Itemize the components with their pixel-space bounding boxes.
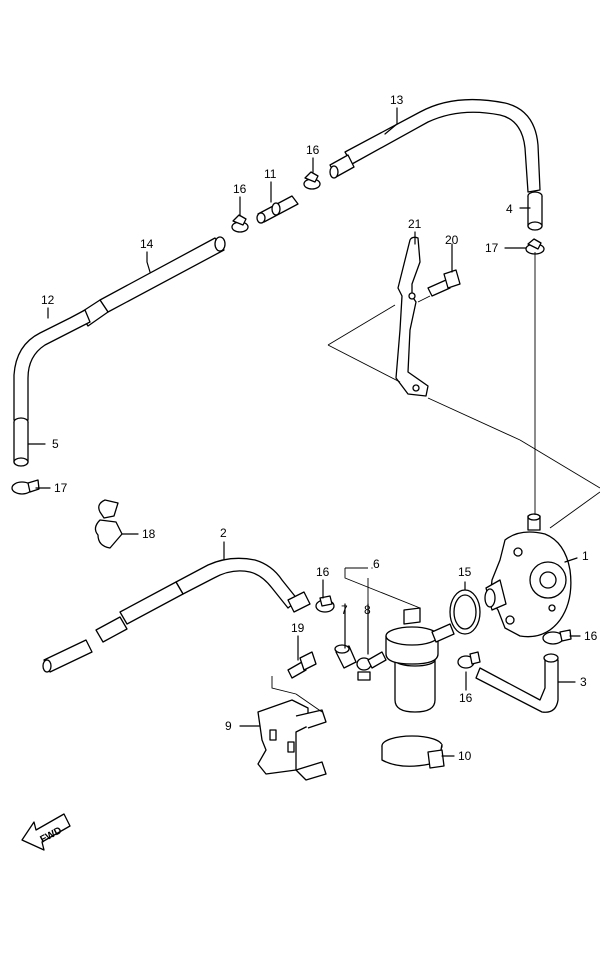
fuel-filter-6 (367, 607, 455, 713)
callout-17-a: 17 (54, 481, 68, 495)
forward-direction-arrow: FWD (21, 813, 71, 851)
clamp-16-pump-right (542, 629, 572, 645)
callout-11: 11 (264, 167, 277, 181)
bolt-20 (427, 269, 461, 297)
clamp-16-upper-right (303, 171, 321, 190)
callout-2: 2 (220, 526, 227, 540)
callout-16-e: 16 (459, 691, 473, 705)
callout-20: 20 (445, 233, 459, 247)
clamp-16-upper-left (231, 214, 249, 233)
callout-5: 5 (52, 437, 59, 451)
clamp-16-pump-left (457, 651, 481, 669)
callout-15: 15 (458, 565, 472, 579)
hose-3 (475, 653, 559, 713)
hose-7 (334, 644, 357, 669)
callout-1: 1 (582, 549, 589, 563)
callout-10: 10 (458, 749, 472, 763)
callout-6: 6 (373, 557, 380, 571)
clamp-16-mid-left (315, 595, 335, 613)
callout-12: 12 (41, 293, 55, 307)
callout-16-a: 16 (306, 143, 320, 157)
clamp-17-right (525, 238, 545, 255)
gasket-15 (449, 589, 481, 635)
clamp-17-left (11, 479, 40, 495)
callout-21: 21 (408, 217, 422, 231)
callout-8: 8 (364, 603, 371, 617)
hose-12 (13, 309, 91, 467)
callout-13: 13 (390, 93, 404, 107)
callout-14: 14 (140, 237, 154, 251)
callout-16-c: 16 (316, 565, 330, 579)
callout-4: 4 (506, 202, 513, 216)
bracket-10 (381, 735, 445, 769)
callout-9: 9 (225, 719, 232, 733)
bracket-21 (395, 236, 429, 397)
hose-2 (42, 557, 311, 673)
clamp-8 (356, 657, 372, 681)
bolt-19 (287, 651, 317, 679)
leader-lines (27, 107, 581, 757)
callout-labels: 13 4 16 11 16 14 12 5 17 21 20 17 18 2 1… (41, 93, 598, 763)
callout-17-b: 17 (485, 241, 499, 255)
callout-3: 3 (580, 675, 587, 689)
callout-19: 19 (291, 621, 305, 635)
clip-18 (94, 499, 123, 549)
callout-16-d: 16 (584, 629, 598, 643)
assembly-outline (271, 252, 600, 713)
callout-7: 7 (341, 603, 348, 617)
bracket-9 (257, 699, 327, 781)
hose-13 (329, 98, 543, 231)
connector-11 (256, 195, 299, 224)
fuel-pump-1 (484, 513, 572, 638)
callout-16-b: 16 (233, 182, 247, 196)
callout-18: 18 (142, 527, 156, 541)
